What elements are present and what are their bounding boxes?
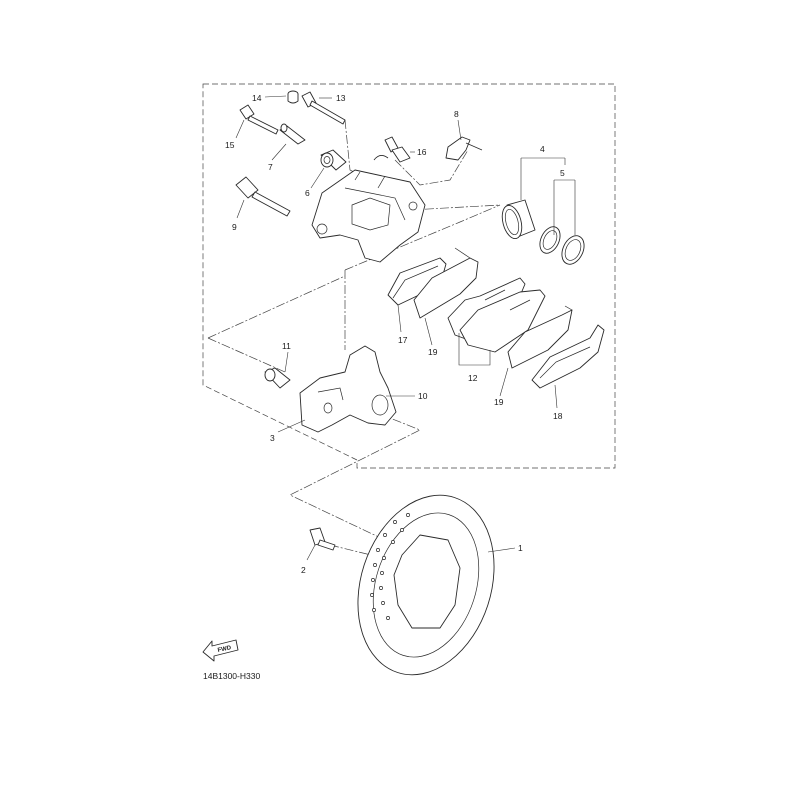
part-8-pad-clip [445,136,483,161]
disc-holes [370,513,410,620]
callout-16: 16 [417,147,427,157]
callout-9: 9 [232,222,237,232]
part-5-piston-seals [539,226,585,265]
part-2-disc-bolt [309,527,336,551]
leader-lines [235,95,576,561]
callout-3: 3 [270,433,275,443]
part-11-pin [264,367,291,389]
part-19-brake-pad-right [507,305,573,369]
part-1-brake-disc [357,494,495,676]
part-15-bolt [239,104,279,135]
callout-1: 1 [518,543,523,553]
callout-7: 7 [268,162,273,172]
fwd-label: FWD [217,645,232,654]
part-14-cap [287,90,299,104]
callout-6: 6 [305,188,310,198]
callout-17: 17 [398,335,408,345]
part-10-caliper-bracket [299,345,397,433]
part-9-mounting-bolt [235,176,291,217]
part-6-bushing [320,149,347,171]
caliper-assembly-boundary [202,83,616,469]
callout-4: 4 [540,144,545,154]
callout-13: 13 [336,93,346,103]
callout-12: 12 [468,373,478,383]
part-13-pin-bolt [301,91,346,125]
callout-19b: 19 [494,397,504,407]
fwd-arrow-icon: FWD [202,639,239,662]
part-4-piston [501,199,536,240]
callout-19a: 19 [428,347,438,357]
callout-10: 10 [418,391,428,401]
diagram-code: 14B1300-H330 [203,671,260,681]
part-12-brake-pad-set [447,277,546,353]
callout-2: 2 [301,565,306,575]
callout-11: 11 [282,341,291,351]
callout-18: 18 [553,411,563,421]
part-18-pad-shim [531,324,605,389]
callout-15: 15 [225,140,235,150]
callout-14: 14 [252,93,262,103]
part-7-pin [279,123,306,145]
callout-labels: 1 2 3 4 5 6 7 8 9 10 11 12 13 14 15 16 1… [225,93,565,575]
part-16-bleed-screw [373,136,411,163]
part-19-brake-pad-left [413,247,479,319]
callout-8: 8 [454,109,459,119]
caliper-body [311,169,426,263]
callout-5: 5 [560,168,565,178]
